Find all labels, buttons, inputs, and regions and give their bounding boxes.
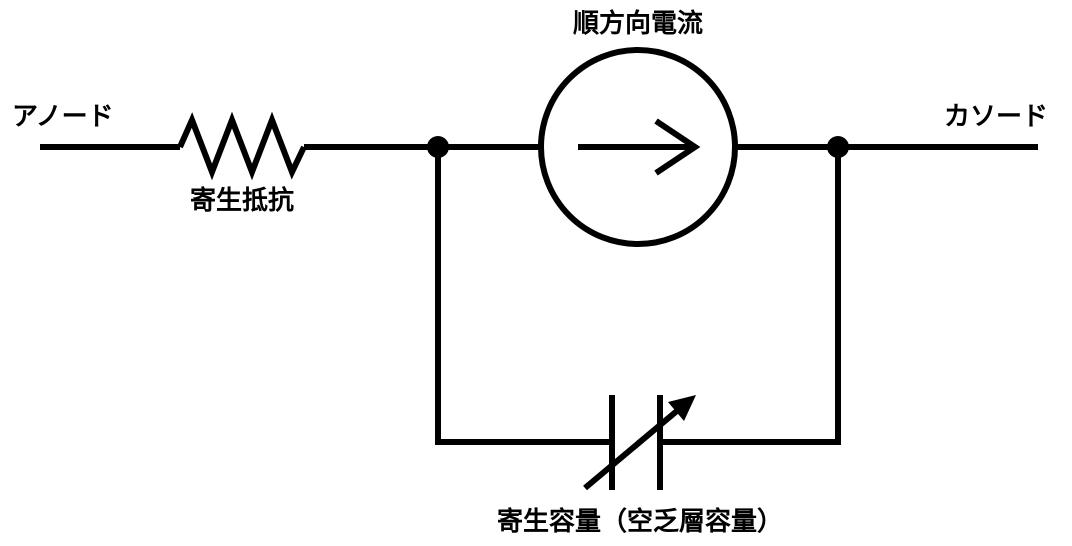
current-arrow-head [654, 118, 701, 176]
cathode-label: カソード [944, 102, 1048, 132]
capacitor-left-branch-wire [435, 147, 612, 445]
variable-arrow-head [668, 395, 696, 421]
forward-current-label: 順方向電流 [573, 8, 703, 39]
resistor-symbol [177, 111, 307, 181]
anode-label: アノード [12, 102, 114, 132]
variable-arrow-shaft [583, 397, 692, 491]
capacitor-right-branch-wire [660, 147, 841, 445]
parasitic-resistance-label: 寄生抵抗 [190, 185, 294, 216]
parasitic-capacitance-label: 寄生容量（空乏層容量） [497, 506, 783, 537]
